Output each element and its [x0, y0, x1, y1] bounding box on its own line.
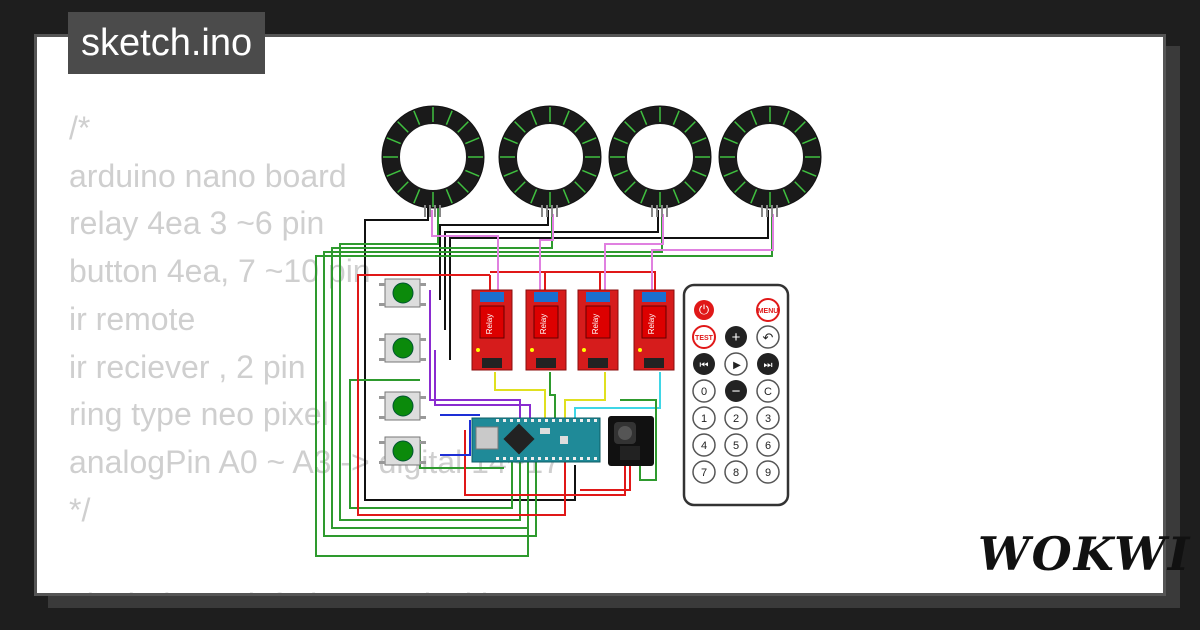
relay-label: Relay: [485, 314, 494, 334]
code-line: arduino nano board: [69, 157, 347, 194]
digit-label: 8: [733, 467, 739, 479]
digit-button[interactable]: [724, 406, 748, 430]
svg-text:↶: ↶: [763, 331, 774, 346]
digit-label: 4: [701, 440, 707, 452]
arduino-nano[interactable]: [471, 417, 601, 463]
svg-text:▶: ▶: [733, 360, 741, 371]
neopixel-rings: [381, 105, 822, 217]
digit-label: 3: [765, 413, 771, 425]
code-line: ring type neo pixel: [69, 396, 329, 433]
relay-label: Relay: [591, 314, 600, 334]
ir-receiver[interactable]: [608, 416, 654, 466]
ir-remote[interactable]: ⏻ MENU TEST + ↶ ⏮ ▶ ⏭ − C 0 1 2 3 4 5 6 7 8 9: [682, 283, 790, 507]
digit-label: 7: [701, 467, 707, 479]
power-button[interactable]: [694, 300, 714, 320]
test-label: TEST: [695, 335, 714, 342]
code-line: ir reciever , 2 pin: [69, 348, 306, 385]
svg-text:⏭: ⏭: [764, 360, 773, 371]
neopixel-ring[interactable]: [718, 105, 822, 217]
relay-module[interactable]: Relay: [471, 289, 513, 371]
code-line: */: [69, 491, 91, 528]
digit-button[interactable]: [724, 460, 748, 484]
neopixel-ring[interactable]: [608, 105, 712, 217]
wokwi-logo: WOKWI: [978, 527, 1192, 581]
usb-port: [475, 426, 499, 450]
wires: [315, 205, 774, 557]
back-button[interactable]: [756, 325, 780, 349]
digit-button[interactable]: [692, 406, 716, 430]
digit-button[interactable]: [756, 433, 780, 457]
digit-button[interactable]: [692, 460, 716, 484]
svg-text:⏻: ⏻: [699, 303, 709, 318]
digit-button[interactable]: [692, 433, 716, 457]
relay-module[interactable]: Relay: [633, 289, 675, 371]
code-line: #include <Adafruit_NeoPixel.h>: [69, 587, 517, 593]
prev-button[interactable]: [693, 353, 715, 375]
relay-module[interactable]: Relay: [577, 289, 619, 371]
push-button[interactable]: [379, 278, 426, 308]
svg-text:−: −: [732, 383, 741, 400]
digit-label: 2: [733, 413, 739, 425]
push-button[interactable]: [379, 391, 426, 421]
code-line: /*: [69, 110, 91, 146]
menu-button[interactable]: [756, 298, 780, 322]
play-button[interactable]: [724, 352, 748, 376]
digit-button[interactable]: [692, 379, 716, 403]
clear-button[interactable]: [756, 379, 780, 403]
push-buttons: [379, 278, 426, 466]
menu-label: MENU: [758, 308, 779, 315]
push-button[interactable]: [379, 436, 426, 466]
sketch-title[interactable]: sketch.ino: [68, 12, 266, 74]
neopixel-ring[interactable]: [381, 105, 485, 217]
code-preview: /* arduino nano board relay 4ea 3 ~6 pin…: [69, 105, 561, 593]
mcu-chip: [503, 423, 535, 455]
relay-label: Relay: [539, 314, 548, 334]
clear-label: C: [764, 386, 772, 398]
relay-modules: Relay Relay Relay Relay: [471, 289, 675, 371]
digit-buttons[interactable]: 0 1 2 3 4 5 6 7 8 9: [692, 379, 780, 484]
digit-button[interactable]: [724, 433, 748, 457]
code-line: ir remote: [69, 300, 196, 337]
push-button[interactable]: [379, 333, 426, 363]
digit-button[interactable]: [756, 406, 780, 430]
relay-module[interactable]: Relay: [525, 289, 567, 371]
digit-label: 1: [701, 413, 707, 425]
minus-button[interactable]: [725, 380, 747, 402]
code-line: relay 4ea 3 ~6 pin: [69, 205, 325, 242]
plus-button[interactable]: [725, 326, 747, 348]
test-button[interactable]: [692, 325, 716, 349]
svg-text:+: +: [732, 329, 741, 346]
svg-text:⏮: ⏮: [700, 360, 709, 371]
code-line: button 4ea, 7 ~10 pin: [69, 253, 371, 290]
relay-label: Relay: [647, 314, 656, 334]
nano-pins: [496, 419, 597, 460]
digit-button[interactable]: [756, 460, 780, 484]
neopixel-ring[interactable]: [498, 105, 602, 217]
digit-label: 6: [765, 440, 771, 452]
digit-label: 5: [733, 440, 739, 452]
next-button[interactable]: [757, 353, 779, 375]
digit-label: 9: [765, 467, 771, 479]
digit-label: 0: [701, 386, 707, 398]
